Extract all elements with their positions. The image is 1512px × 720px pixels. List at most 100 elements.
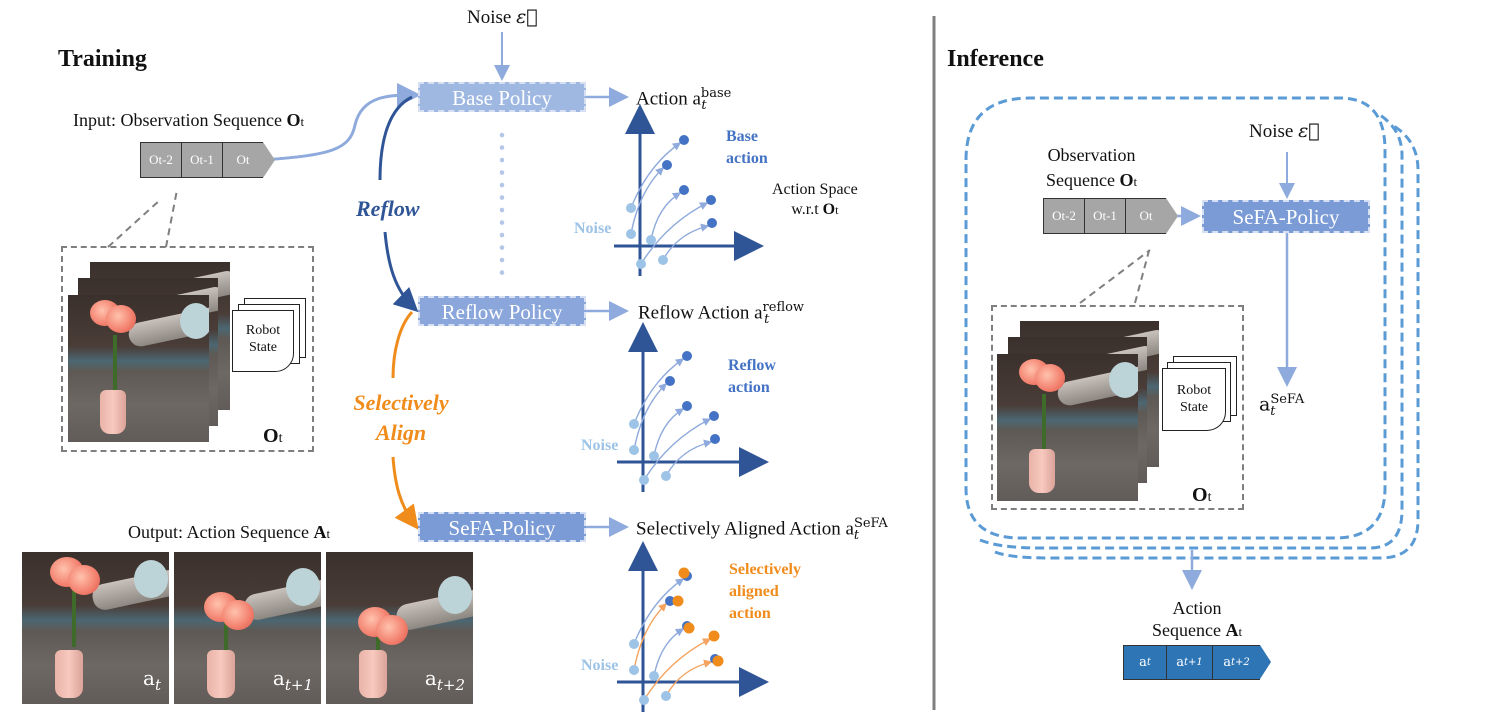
action-prefix: Selectively Aligned Action a <box>636 518 854 540</box>
obs-panel-sub: t <box>278 431 283 446</box>
inf-obs-line: Observation <box>1047 145 1136 165</box>
action-point <box>709 411 719 421</box>
flow-path <box>633 603 667 671</box>
action-space-line: Action Space <box>772 181 858 198</box>
noise-point <box>626 229 636 239</box>
flow-path <box>650 192 682 241</box>
observation-panel <box>61 246 314 452</box>
noise-point <box>629 419 639 429</box>
plot-label-line: action <box>726 150 768 167</box>
flow-path <box>653 628 685 677</box>
plot3-sefa-label: Selectively aligned action <box>729 559 801 625</box>
output-sub: t <box>326 526 331 541</box>
sefa-action-label: Selectively Aligned Action aSeFAt <box>636 516 888 544</box>
action-space-sub: t <box>835 203 839 217</box>
obs-cell: Ot-2 <box>1043 198 1084 234</box>
plot-label-line: Selectively <box>729 561 801 578</box>
plot1-base-label: Base action <box>726 126 768 170</box>
inference-title: Inference <box>947 46 1044 72</box>
plot-label-line: Reflow <box>728 357 776 374</box>
inf-observation-panel <box>991 305 1244 510</box>
reflow-policy-box: Reflow Policy <box>418 296 586 326</box>
plot2-noise-label: Noise <box>581 437 619 454</box>
plot-label-line: Base <box>726 128 758 145</box>
obs-cell: Ot-2 <box>140 142 181 178</box>
callout-line <box>107 189 178 248</box>
inf-panel-symbol: O <box>1192 484 1208 506</box>
action-point <box>706 195 716 205</box>
noise-point <box>639 695 649 705</box>
noise-point <box>629 445 639 455</box>
action-point <box>710 434 720 444</box>
obs-cell: Ot-1 <box>181 142 222 178</box>
obs-panel-symbol: O <box>263 425 279 447</box>
action-space-label: Action Space w.r.t Ot <box>772 180 858 220</box>
input-symbol: O <box>286 110 301 130</box>
sequence-tip <box>1260 645 1271 679</box>
action-prefix: Reflow Action a <box>638 302 763 324</box>
noise-point <box>636 259 646 269</box>
noise-text: Noise <box>1249 121 1299 142</box>
action-point <box>665 596 675 606</box>
observation-frame-front <box>997 354 1138 501</box>
noise-point <box>629 639 639 649</box>
robot-state-line: State <box>249 340 277 355</box>
aligned-action-point <box>712 655 724 667</box>
obs-cell: Ot <box>222 142 263 178</box>
inf-obs-symbol: O <box>1119 170 1134 190</box>
robot-state-line: Robot <box>245 323 281 338</box>
selective-align-line: Selectively <box>353 390 449 415</box>
noise-symbol: ε⃗ <box>1298 120 1320 142</box>
inf-obs-sub: t <box>1133 174 1138 189</box>
action-point <box>679 185 689 195</box>
output-symbol: A <box>313 522 327 542</box>
input-label: Input: Observation Sequence Ot <box>73 110 304 131</box>
inf-action-sub: t <box>1270 404 1276 420</box>
inf-obs-label: Observation Sequence Ot <box>1046 143 1137 194</box>
inf-panel-label: Ot <box>1192 484 1211 507</box>
robot-state-line: State <box>1180 400 1208 415</box>
reflow-action-label: Reflow Action areflowt <box>638 300 804 327</box>
obs-cell: Ot-1 <box>1084 198 1125 234</box>
action-point <box>662 160 672 170</box>
noise-point <box>629 665 639 675</box>
aligned-action-point <box>678 567 690 579</box>
sequence-tip <box>1166 198 1178 234</box>
output-frame: at+2 <box>326 552 473 704</box>
noise-point <box>661 471 671 481</box>
input-sub: t <box>300 114 305 129</box>
plot1-noise-label: Noise <box>574 220 612 237</box>
output-frame: at <box>22 552 169 704</box>
action-point <box>682 401 692 411</box>
inf-output-action: aSeFAt <box>1259 392 1304 420</box>
action-point <box>707 218 717 228</box>
sequence-tip <box>263 142 275 178</box>
output-frame: at+1 <box>174 552 321 704</box>
flow-path <box>662 223 710 261</box>
output-label-text: Output: Action Sequence <box>128 522 314 542</box>
output-frame-label: at+1 <box>272 666 313 694</box>
flow-path <box>665 439 713 477</box>
selective-align-curve-arrow <box>391 310 414 379</box>
base-action-label: Action abaset <box>636 86 731 113</box>
noise-point <box>658 255 668 265</box>
action-sub: t <box>853 528 860 544</box>
action-prefix: Action a <box>636 88 701 110</box>
inf-action-seq-line: Sequence <box>1152 620 1226 640</box>
noise-point <box>649 671 659 681</box>
noise-point <box>626 203 636 213</box>
robot-state-doc-front <box>232 310 294 372</box>
training-obs-sequence: Ot-2 Ot-1 Ot <box>140 142 275 178</box>
action-sup: reflow <box>762 300 805 315</box>
plot-label-line: aligned <box>729 583 779 600</box>
inf-action-seq-symbol: A <box>1225 620 1239 640</box>
flow-path <box>653 408 685 457</box>
obs-to-base-arrow <box>263 83 421 162</box>
flow-path <box>643 418 712 481</box>
observation-frame-front <box>68 295 209 442</box>
flow-path <box>633 578 685 645</box>
